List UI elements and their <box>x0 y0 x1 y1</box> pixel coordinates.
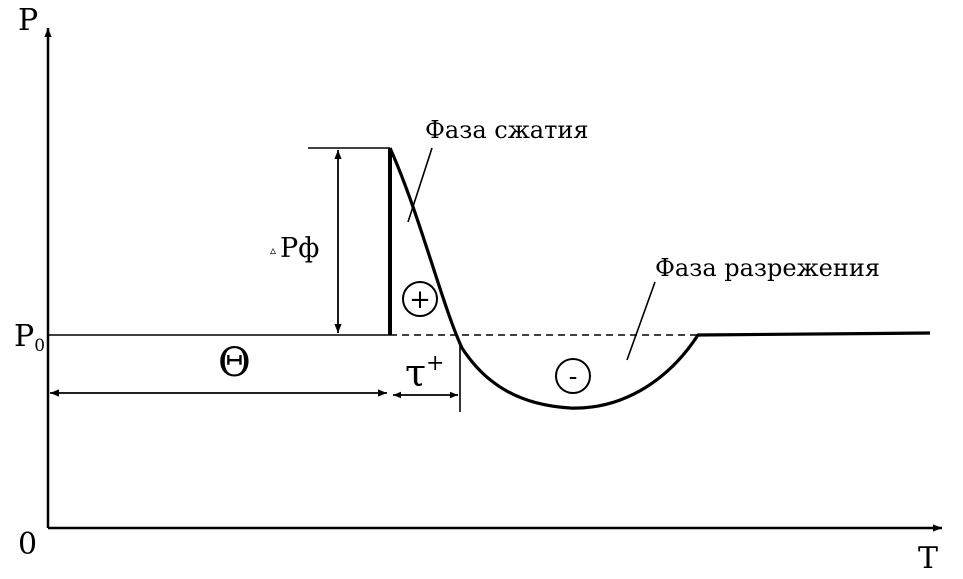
baseline-label-main: P <box>14 319 34 354</box>
compression-phase-label: Фаза сжатия <box>425 116 589 144</box>
baseline-label-sub: 0 <box>34 336 45 356</box>
overpressure-text: Рф <box>280 233 319 264</box>
origin-label: 0 <box>18 527 37 562</box>
positive-duration-main: τ <box>405 351 426 395</box>
positive-sign: + <box>409 285 431 315</box>
positive-duration-label: τ+ <box>405 351 444 395</box>
y-axis-label: P <box>18 3 38 38</box>
rarefaction-phase-label: Фаза разрежения <box>655 254 880 282</box>
arrival-time-label: Θ <box>218 340 251 386</box>
negative-sign: - <box>569 362 578 392</box>
x-axis-label: T <box>918 541 938 576</box>
positive-duration-sup: + <box>426 351 444 376</box>
positive-sign-circle <box>402 281 438 317</box>
pressure-curve <box>388 147 931 410</box>
rarefaction-phase-leader <box>626 281 656 361</box>
baseline-label: P0 <box>14 319 45 356</box>
overpressure-label: ▵ Рф <box>270 233 319 264</box>
negative-sign-circle <box>555 358 591 394</box>
compression-phase-leader <box>407 147 433 223</box>
overpressure-delta: ▵ <box>270 243 276 257</box>
